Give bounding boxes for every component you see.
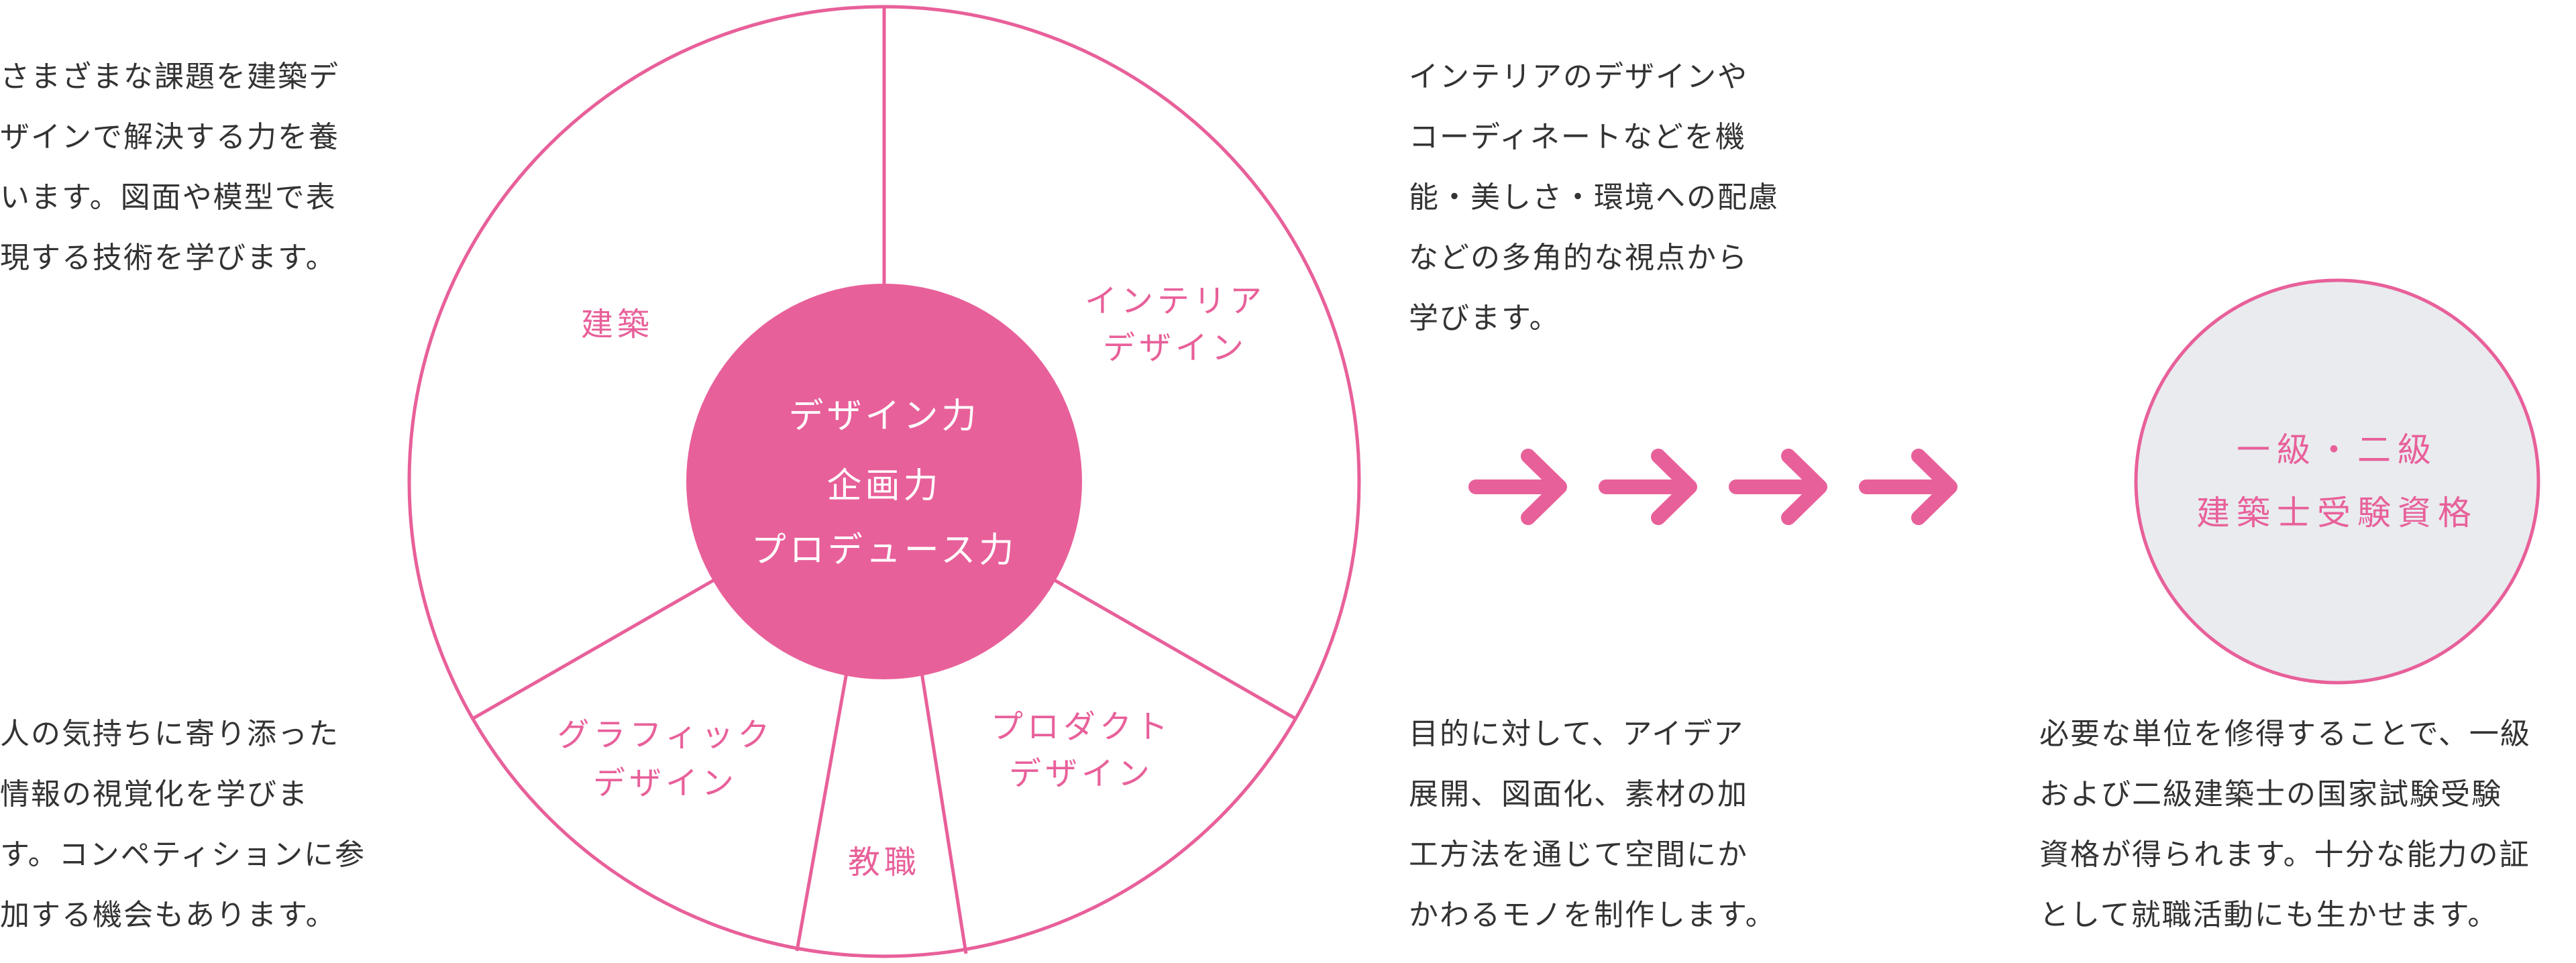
description-line: 資格が得られます。十分な能力の証 [2039, 838, 2530, 872]
product-description: 目的に対して、アイデア 展開、図面化、素材の加 工方法を通じて空間にか かわるモ… [1409, 704, 1776, 946]
arrow-right-icon [1468, 449, 1567, 525]
license-label-grade: 一級・二級 [2237, 431, 2438, 469]
description-line: 工方法を通じて空間にか [1409, 838, 1748, 872]
description-line: および二級建築士の国家試験受験 [2039, 777, 2502, 811]
description-line: ザインで解決する力を養 [0, 120, 339, 154]
description-line: 展開、図面化、素材の加 [1409, 777, 1748, 811]
description-line: さまざまな課題を建築デ [0, 60, 339, 94]
description-line: として就職活動にも生かせます。 [2039, 898, 2499, 932]
description-line: 加する機会もあります。 [0, 898, 337, 932]
license-circle [2134, 278, 2540, 685]
interior-description: インテリアのデザインや コーディネートなどを機 能・美しさ・環境への配慮 などの… [1409, 47, 1779, 349]
architecture-description: さまざまな課題を建築デ ザインで解決する力を養 います。図面や模型で表 現する技… [0, 47, 339, 288]
description-line: 能・美しさ・環境への配慮 [1409, 180, 1779, 215]
spoke-bottom-right [920, 672, 968, 954]
arrow-right-icon [1599, 449, 1697, 525]
segment-graphic-line2: デザイン [593, 764, 738, 802]
license-description: 必要な単位を修得することで、一級 および二級建築士の国家試験受験 資格が得られま… [2039, 704, 2531, 946]
spoke-bottom-left [795, 672, 849, 952]
center-label-design: デザイン力 [788, 396, 979, 437]
arrow-right-icon [1729, 449, 1827, 525]
segment-teaching: 教職 [848, 844, 920, 881]
description-line: 学びます。 [1409, 301, 1560, 335]
segment-interior-line2: デザイン [1103, 329, 1248, 367]
segment-product-line1: プロダクト [991, 708, 1172, 746]
description-line: コーディネートなどを機 [1409, 120, 1746, 154]
spoke-lower-right [1052, 577, 1297, 721]
description-line: 目的に対して、アイデア [1409, 717, 1745, 751]
segment-product-line2: デザイン [1009, 755, 1154, 793]
spoke-lower-left [471, 577, 716, 721]
arrow-right-icon [1859, 449, 1957, 525]
description-line: などの多角的な視点から [1409, 241, 1748, 275]
description-line: インテリアのデザインや [1409, 60, 1748, 94]
segment-graphic-line1: グラフィック [557, 716, 773, 754]
description-line: 情報の視覚化を学びま [0, 777, 309, 811]
center-label-produce: プロデュース力 [751, 530, 1017, 571]
description-line: います。図面や模型で表 [0, 180, 337, 215]
graphic-description: 人の気持ちに寄り添った 情報の視覚化を学びま す。コンペティションに参 加する機… [0, 704, 366, 946]
segment-architecture: 建築 [581, 306, 653, 343]
description-line: かわるモノを制作します。 [1409, 898, 1776, 932]
segment-interior-line1: インテリア [1085, 282, 1266, 320]
description-line: 必要な単位を修得することで、一級 [2039, 717, 2531, 751]
center-label-planning: 企画力 [826, 466, 941, 506]
license-label-qualification: 建築士受験資格 [2196, 494, 2478, 532]
center-circle [686, 284, 1082, 679]
description-line: 人の気持ちに寄り添った [0, 717, 339, 751]
description-line: す。コンペティションに参 [0, 838, 366, 872]
description-line: 現する技術を学びます。 [0, 241, 337, 275]
